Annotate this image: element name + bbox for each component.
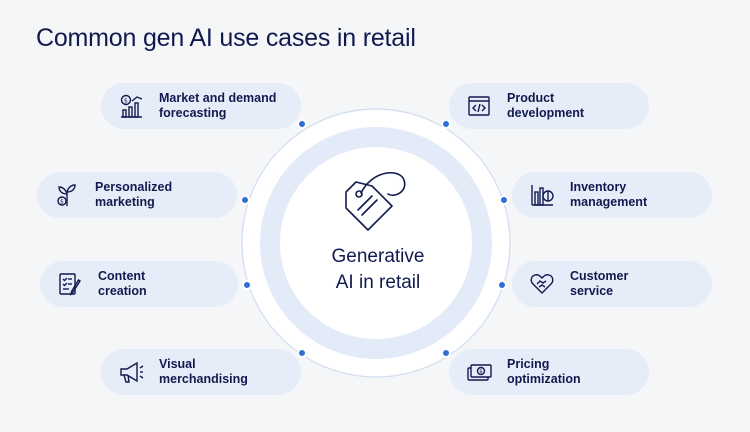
use-case-label: Product development <box>507 91 585 120</box>
use-case-label: Visual merchandising <box>159 357 248 386</box>
page-title: Common gen AI use cases in retail <box>36 24 416 52</box>
use-case-product: Product development <box>449 83 649 129</box>
use-case-label: Inventory management <box>570 180 648 209</box>
use-case-label: Pricing optimization <box>507 357 581 386</box>
svg-text:$: $ <box>60 199 64 206</box>
use-case-label: Market and demand forecasting <box>159 91 277 120</box>
use-case-marketing: $ Personalized marketing <box>37 172 237 218</box>
inventory-chart-icon <box>528 181 556 209</box>
connector-dot <box>297 348 307 358</box>
use-case-service: Customer service <box>512 261 712 307</box>
use-case-forecasting: $ Market and demand forecasting <box>101 83 301 129</box>
connector-dot <box>242 280 252 290</box>
connector-dot <box>441 119 451 129</box>
center-label: Generative AI in retail <box>331 246 425 293</box>
code-window-icon <box>465 92 493 120</box>
svg-text:$: $ <box>124 98 128 105</box>
connector-dot <box>499 195 509 205</box>
bar-chart-dollar-icon: $ <box>117 92 145 120</box>
use-case-label: Personalized marketing <box>95 180 173 209</box>
use-case-label: Content creation <box>98 269 147 298</box>
use-case-inventory: Inventory management <box>512 172 712 218</box>
dollar-bill-icon: $ <box>465 358 493 386</box>
connector-dot <box>240 195 250 205</box>
megaphone-icon <box>117 358 145 386</box>
connector-dot <box>297 119 307 129</box>
use-case-pricing: $ Pricing optimization <box>449 349 649 395</box>
plant-coin-icon: $ <box>53 181 81 209</box>
connector-dot <box>441 348 451 358</box>
use-case-label: Customer service <box>570 269 629 298</box>
use-case-merch: Visual merchandising <box>101 349 301 395</box>
svg-text:$: $ <box>479 369 483 375</box>
connector-dot <box>497 280 507 290</box>
use-case-content: Content creation <box>40 261 238 307</box>
price-tag-icon <box>345 172 406 231</box>
checklist-pencil-icon <box>56 270 84 298</box>
heart-handshake-icon <box>528 270 556 298</box>
